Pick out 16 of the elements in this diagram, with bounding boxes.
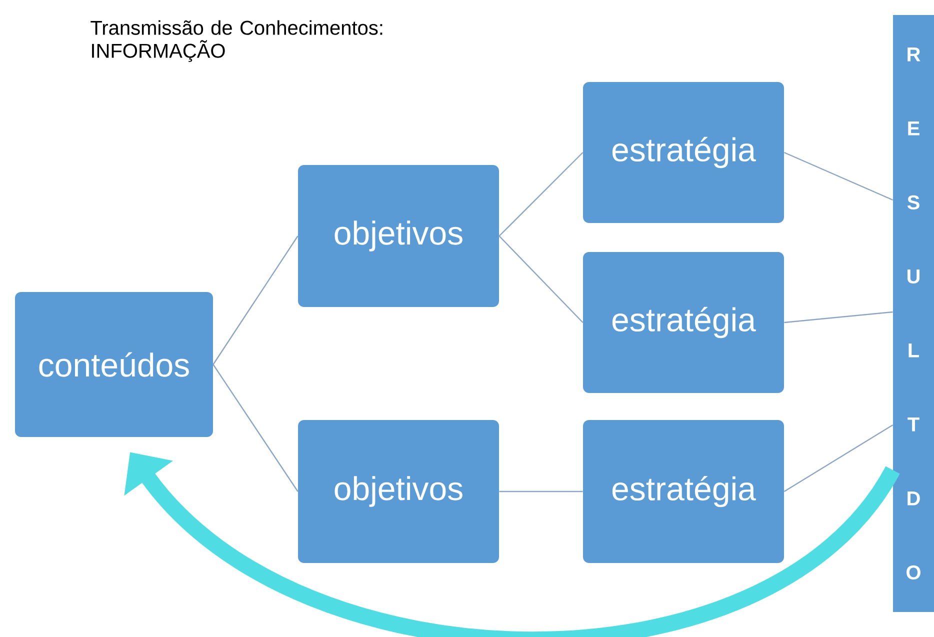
connector-line bbox=[498, 236, 584, 323]
connector-line bbox=[784, 152, 894, 201]
connector-line bbox=[499, 490, 583, 492]
connector-line bbox=[498, 152, 584, 236]
process-box: objetivos bbox=[298, 420, 499, 563]
connector-line bbox=[212, 364, 298, 492]
connector-line bbox=[784, 311, 893, 324]
process-box: estratégia bbox=[583, 82, 784, 223]
title: Transmissão de Conhecimentos: INFORMAÇÃO bbox=[90, 20, 382, 62]
process-box: objetivos bbox=[298, 165, 499, 307]
connector-line bbox=[784, 424, 894, 492]
vertical-bar: R E S U L T D O bbox=[893, 15, 934, 612]
process-box: conteúdos bbox=[15, 292, 213, 437]
process-box: estratégia bbox=[583, 252, 784, 393]
connector-line bbox=[212, 236, 298, 365]
process-box: estratégia bbox=[583, 420, 784, 563]
